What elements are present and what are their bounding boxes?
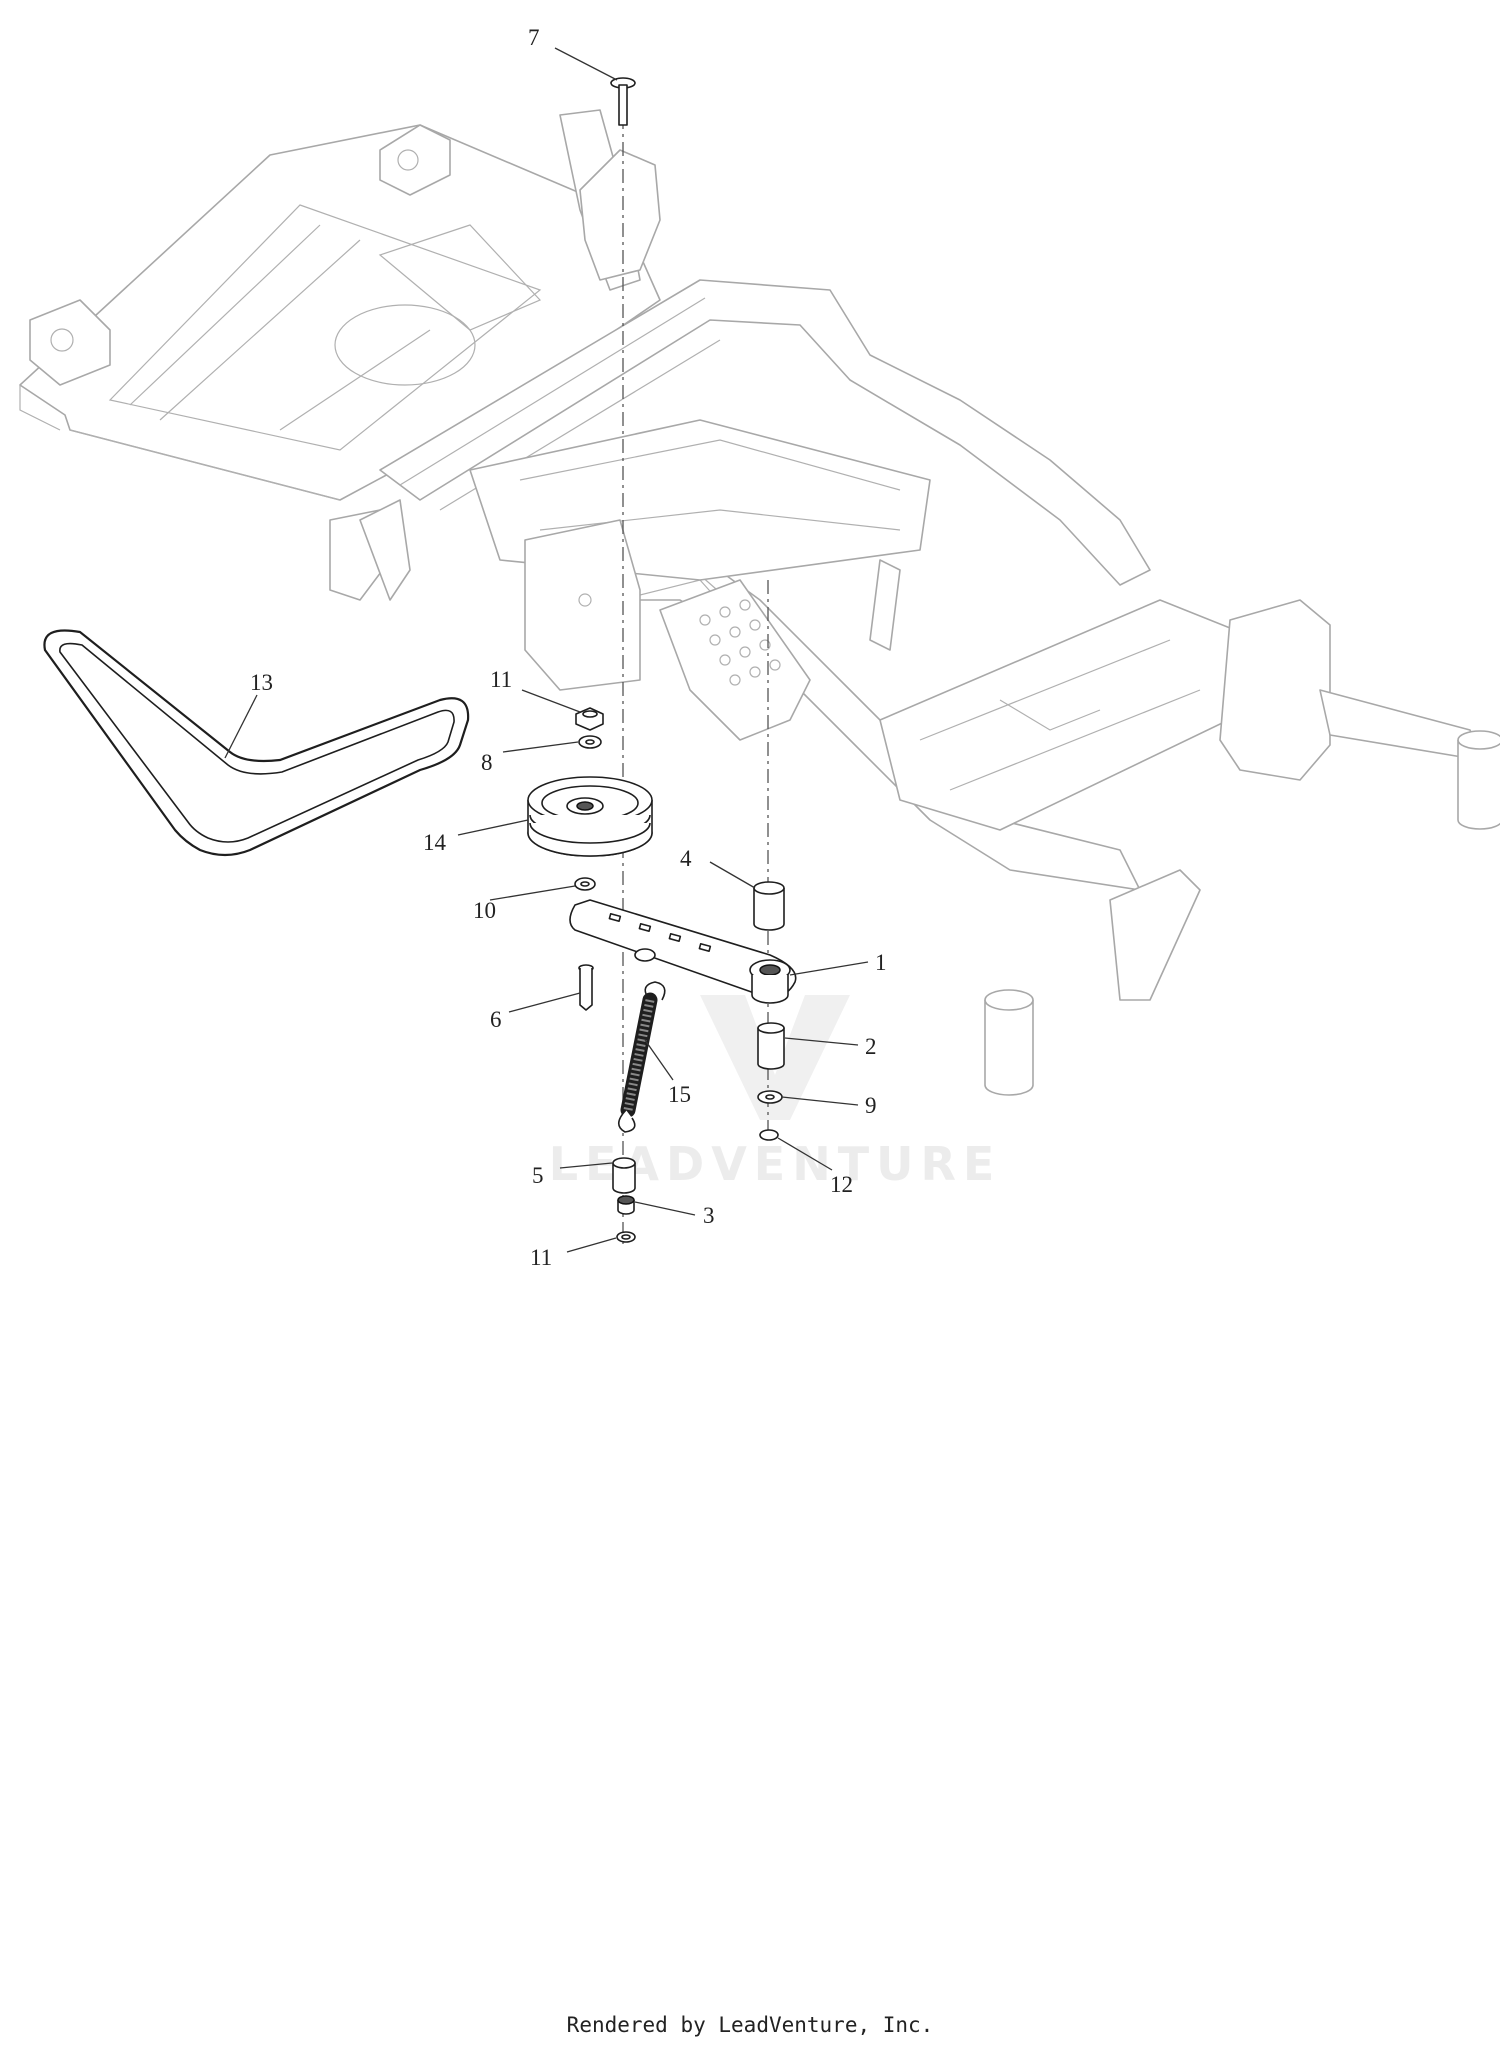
bearing-3 (617, 1195, 635, 1215)
callout-10: 10 (473, 898, 496, 923)
shoulder-bolt (578, 964, 594, 1011)
callout-6: 6 (490, 1007, 502, 1032)
rear-platform (19, 124, 661, 501)
spacer-5 (612, 1157, 636, 1194)
front-caster-left (984, 989, 1034, 1096)
idler-pulley (527, 776, 653, 857)
plate-holes (699, 599, 781, 686)
callout-1: 1 (875, 950, 887, 975)
drive-belt (43, 629, 470, 857)
callout-7: 7 (528, 25, 540, 50)
callout-8: 8 (481, 750, 493, 775)
parts (43, 77, 797, 1243)
extension-spring (617, 981, 666, 1133)
flange-nut-bottom (616, 1231, 636, 1243)
callout-14: 14 (423, 830, 447, 855)
footer-credit: Rendered by LeadVenture, Inc. (566, 2013, 934, 2037)
callout-5: 5 (532, 1163, 544, 1188)
operator-plate (659, 579, 811, 741)
bushing-lower (757, 1022, 785, 1070)
callout-13: 13 (250, 670, 273, 695)
frame-rail-left (379, 279, 1151, 586)
tractor-frame (19, 109, 1500, 1096)
callout-3: 3 (703, 1203, 715, 1228)
flange-nut-top (575, 707, 604, 731)
clevis-pin (610, 77, 636, 126)
callout-12: 12 (830, 1172, 853, 1197)
callout-4: 4 (680, 846, 692, 871)
callout-2: 2 (865, 1034, 877, 1059)
callout-11-top: 11 (490, 667, 512, 692)
front-caster-right (1457, 730, 1500, 830)
watermark-logo-icon (700, 995, 850, 1120)
retaining-ring (759, 1129, 779, 1141)
callout-11-bottom: 11 (530, 1245, 552, 1270)
callout-15: 15 (668, 1082, 691, 1107)
front-axle (1219, 599, 1331, 781)
leader-lines (224, 47, 869, 1253)
bushing-upper (753, 881, 785, 931)
callout-9: 9 (865, 1093, 877, 1118)
idler-arm (569, 899, 797, 1004)
drive-belt-inner (59, 642, 455, 843)
callouts: 7 13 11 8 14 4 10 1 6 2 15 9 5 12 3 11 (250, 25, 887, 1270)
